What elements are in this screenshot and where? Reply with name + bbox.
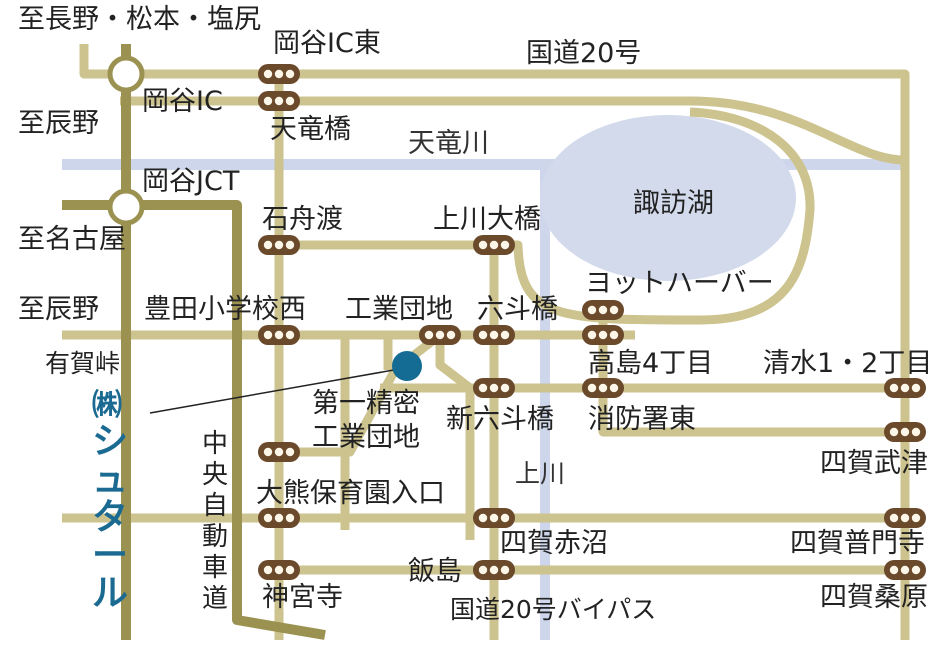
industrial-park-label: 工業団地 bbox=[345, 294, 453, 325]
traffic-signal-icon bbox=[473, 325, 515, 345]
traffic-signal-icon bbox=[884, 508, 926, 528]
chuo-expressway-char-6: 道 bbox=[202, 584, 228, 614]
kamikawa-ohashi-label: 上川大橋 bbox=[433, 204, 541, 235]
daiichi-industrial-park-line-2: 工業団地 bbox=[312, 422, 420, 453]
direction-nagano-label: 至長野・松本・塩尻 bbox=[18, 4, 261, 35]
traffic-signal-icon bbox=[258, 325, 300, 345]
company-leader-line bbox=[149, 367, 406, 414]
shiga-fumonji-label: 四賀普門寺 bbox=[790, 528, 925, 559]
direction-tatsuno-mid-label: 至辰野 bbox=[18, 294, 99, 325]
okaya-jct-label: 岡谷JCT bbox=[142, 166, 240, 197]
kamikawa-river bbox=[540, 170, 550, 640]
chuo-expressway-char-1: 中 bbox=[202, 429, 228, 459]
shiga-kuwabara-label: 四賀桑原 bbox=[820, 582, 928, 613]
traffic-signal-icon bbox=[258, 508, 300, 528]
chuo-expressway-char-5: 車 bbox=[202, 553, 228, 583]
shiga-akanuma-label: 四賀赤沼 bbox=[500, 528, 608, 559]
takashima-4-label: 高島4丁目 bbox=[588, 348, 713, 379]
rokutobashi-label: 六斗橋 bbox=[477, 294, 558, 325]
chuo-expressway-char-3: 自 bbox=[202, 491, 228, 521]
lake-suwa bbox=[540, 115, 796, 281]
lakeside-south-road bbox=[494, 107, 815, 325]
company-name-char: ュ bbox=[92, 459, 128, 500]
rivers bbox=[62, 159, 904, 640]
company-name-char: ー bbox=[92, 535, 128, 576]
traffic-signal-icon bbox=[884, 422, 926, 442]
traffic-signal-icon bbox=[258, 91, 300, 111]
daiichi-industrial-park-label: 第一精密 工業団地 bbox=[312, 388, 420, 453]
traffic-signal-icon bbox=[473, 560, 515, 580]
jinguji-label: 神宮寺 bbox=[262, 582, 343, 613]
traffic-signal-icon bbox=[473, 235, 515, 255]
daiichi-industrial-park-line-1: 第一精密 bbox=[312, 388, 420, 419]
company-name-char: ㈱ bbox=[92, 388, 122, 423]
okuma-nursery-label: 大熊保育園入口 bbox=[256, 478, 445, 509]
chuo-expressway bbox=[62, 44, 326, 640]
kamikawa-river-label: 上川 bbox=[515, 459, 565, 488]
okaya-ic-marker bbox=[107, 55, 145, 93]
roads bbox=[62, 44, 910, 640]
shimizu-1-2-label: 清水1・2丁目 bbox=[763, 348, 932, 379]
direction-nagoya-label: 至名古屋 bbox=[18, 224, 126, 255]
industrial-park-road-1 bbox=[279, 331, 443, 457]
traffic-signal-icon bbox=[473, 508, 515, 528]
traffic-signal-icon bbox=[258, 64, 300, 84]
route20-road bbox=[79, 44, 910, 640]
direction-tatsuno-top-label: 至辰野 bbox=[18, 108, 99, 139]
traffic-signal-icon bbox=[582, 325, 624, 345]
interchange-markers bbox=[107, 55, 145, 226]
shin-rokutobashi-label: 新六斗橋 bbox=[446, 404, 554, 435]
company-location-marker bbox=[392, 351, 422, 381]
chuo-expressway-label: 中 央 自 動 車 道 bbox=[202, 429, 228, 614]
company-name-char: シ bbox=[92, 421, 128, 462]
expressway-main bbox=[62, 200, 326, 640]
traffic-signals bbox=[258, 64, 926, 580]
okaya-jct-marker bbox=[107, 188, 145, 226]
route20-bypass-label: 国道20号バイパス bbox=[450, 595, 656, 624]
intersection-labels: 岡谷IC東 天竜橋 石舟渡 上川大橋 ヨットハーバー 豊田小学校西 工業団地 六… bbox=[144, 28, 932, 613]
iijima-label: 飯島 bbox=[408, 556, 462, 587]
tenryu-river-label: 天竜川 bbox=[408, 128, 489, 159]
tenryu-river bbox=[62, 159, 904, 170]
traffic-signal-icon bbox=[258, 442, 300, 462]
company-name-char: ル bbox=[92, 573, 128, 614]
company-name-char: タ bbox=[92, 497, 128, 538]
route20-label: 国道20号 bbox=[526, 38, 641, 69]
traffic-signal-icon bbox=[419, 325, 461, 345]
lake-suwa-label: 諏訪湖 bbox=[633, 188, 714, 219]
traffic-signal-icon bbox=[884, 560, 926, 580]
fire-station-east-label: 消防署東 bbox=[588, 404, 696, 435]
shiga-takezu-label: 四賀武津 bbox=[820, 448, 928, 479]
traffic-signal-icon bbox=[258, 560, 300, 580]
traffic-signal-icon bbox=[473, 378, 515, 398]
chuo-expressway-char-2: 央 bbox=[202, 460, 228, 490]
ishifunado-label: 石舟渡 bbox=[262, 204, 343, 235]
lakeside-loop-road bbox=[120, 96, 906, 165]
okaya-ic-label: 岡谷IC bbox=[142, 86, 223, 117]
traffic-signal-icon bbox=[582, 378, 624, 398]
traffic-signal-icon bbox=[582, 300, 624, 320]
traffic-signal-icon bbox=[884, 378, 926, 398]
okaya-ic-east-label: 岡谷IC東 bbox=[273, 28, 381, 59]
direction-labels: 至長野・松本・塩尻 至辰野 至名古屋 至辰野 有賀峠 bbox=[18, 4, 261, 378]
traffic-signal-icon bbox=[258, 235, 300, 255]
chuo-expressway-char-4: 動 bbox=[202, 522, 228, 552]
takashima-road bbox=[598, 310, 905, 437]
yacht-harbor-label: ヨットハーバー bbox=[585, 268, 774, 299]
toyoda-elem-west-label: 豊田小学校西 bbox=[144, 294, 306, 325]
aruga-pass-label: 有賀峠 bbox=[45, 349, 120, 378]
tenryu-bridge-label: 天竜橋 bbox=[270, 114, 351, 145]
